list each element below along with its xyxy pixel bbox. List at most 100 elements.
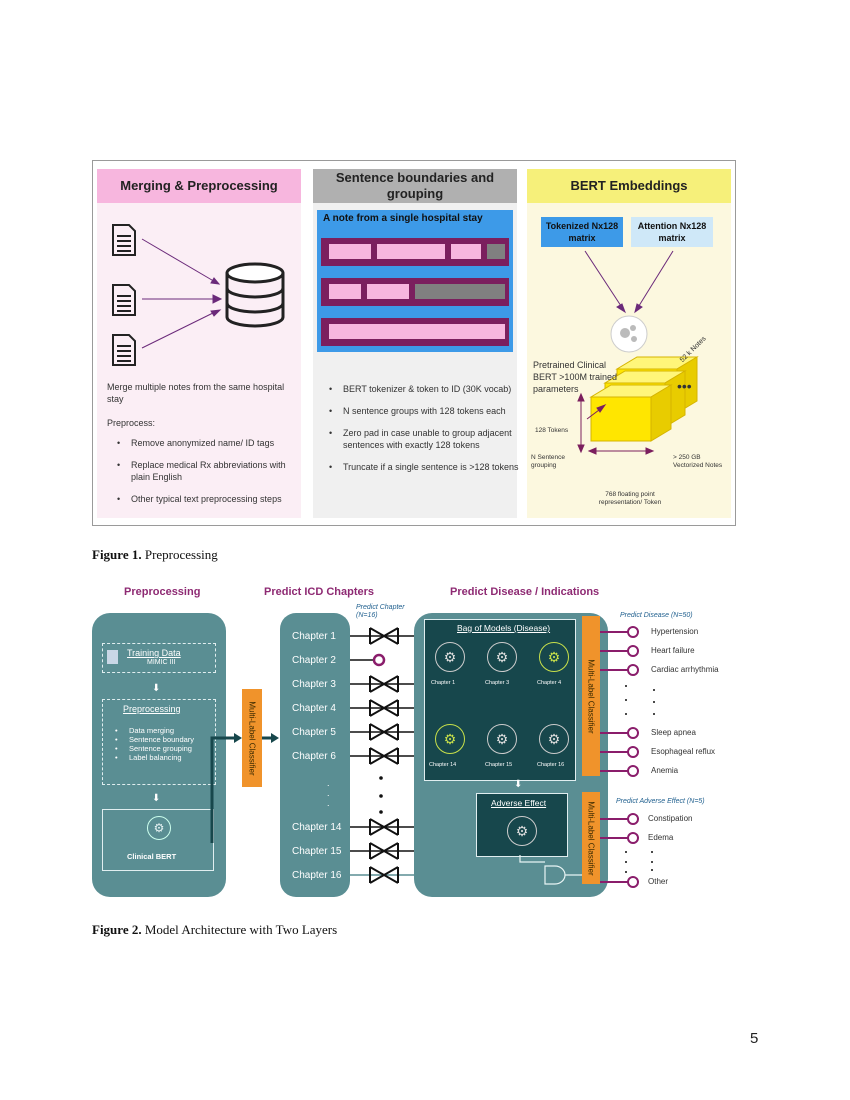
disease-label: Esophageal reflux bbox=[651, 747, 716, 756]
training-data-box: Training Data MIMIC III bbox=[102, 643, 216, 673]
down-arrow-icon: ⬇ bbox=[514, 779, 523, 790]
attention-box: Attention Nx128 matrix bbox=[631, 217, 713, 247]
sentence-group-2 bbox=[321, 278, 509, 306]
chapter-label: Chapter 2 bbox=[292, 655, 336, 666]
svg-text:•••: ••• bbox=[677, 378, 692, 394]
tokenizer-list: BERT tokenizer & token to ID (30K vocab)… bbox=[319, 383, 523, 483]
caption-label: Figure 2. bbox=[92, 922, 142, 937]
chapter-label: Chapter 14 bbox=[292, 822, 342, 833]
chapter-label: Chapter 16 bbox=[292, 870, 342, 881]
sentence-group-1 bbox=[321, 238, 509, 266]
bag-of-models-box: Bag of Models (Disease) ⚙ ⚙ ⚙ Chapter 1 … bbox=[424, 619, 576, 781]
multi-label-classifier-2: Multi-Label Classifier bbox=[582, 616, 600, 776]
gear-icon: ⚙ bbox=[147, 816, 171, 840]
bag-title: Bag of Models (Disease) bbox=[457, 623, 551, 633]
multi-label-classifier-3: Multi-Label Classifier bbox=[582, 792, 600, 884]
chapter-label: Chapter 15 bbox=[292, 846, 342, 857]
bag-label: Chapter 1 bbox=[431, 680, 456, 686]
bert-diagram: ••• bbox=[577, 250, 699, 455]
down-arrow-icon: ⬇ bbox=[152, 683, 161, 694]
disease-heading: Predict Disease / Indications bbox=[450, 586, 600, 598]
sentence-header: Sentence boundaries and grouping bbox=[313, 169, 517, 203]
adverse-item-label: Edema bbox=[648, 833, 674, 842]
preprocessing-box-label: Preprocessing bbox=[123, 704, 181, 714]
list-item: Remove anonymized name/ ID tags bbox=[117, 437, 307, 449]
gear-icon: ⚙ bbox=[507, 816, 537, 846]
disease-label: Anemia bbox=[651, 766, 679, 775]
gear-icon: ⚙ bbox=[487, 724, 517, 754]
chapter-label: Chapter 3 bbox=[292, 679, 336, 690]
list-item: Truncate if a single sentence is >128 to… bbox=[329, 461, 523, 473]
mimic-label: MIMIC III bbox=[147, 659, 176, 666]
gear-icon bbox=[620, 325, 637, 342]
disease-panel: Bag of Models (Disease) ⚙ ⚙ ⚙ Chapter 1 … bbox=[414, 613, 608, 897]
figure-2-caption: Figure 2. Model Architecture with Two La… bbox=[92, 922, 337, 938]
list-item: Other typical text preprocessing steps bbox=[117, 493, 307, 505]
disease-label: Sleep apnea bbox=[651, 728, 696, 737]
preprocessing-steps-box: Preprocessing Data merging Sentence boun… bbox=[102, 699, 216, 785]
predict-disease-label: Predict Disease (N=50) bbox=[620, 612, 693, 619]
gear-icon: ⚙ bbox=[435, 724, 465, 754]
caption-label: Figure 1. bbox=[92, 547, 142, 562]
list-item: Sentence grouping bbox=[115, 744, 194, 753]
document-icon bbox=[112, 224, 136, 256]
gear-icon: ⚙ bbox=[435, 642, 465, 672]
disease-label: Cardiac arrhythmia bbox=[651, 665, 719, 674]
training-data-label: Training Data bbox=[127, 648, 181, 658]
note-header: A note from a single hospital stay bbox=[323, 213, 483, 224]
figure-1: Merging & Preprocessing bbox=[92, 160, 736, 526]
list-item: N sentence groups with 128 tokens each bbox=[329, 405, 523, 417]
adverse-label: Adverse Effect bbox=[491, 798, 547, 808]
bert-header: BERT Embeddings bbox=[527, 169, 731, 203]
preprocess-label: Preprocess: bbox=[107, 418, 156, 428]
pretrained-text: Pretrained Clinical BERT >100M trained p… bbox=[533, 360, 617, 394]
list-item: Replace medical Rx abbreviations with pl… bbox=[117, 459, 307, 483]
database-icon bbox=[225, 262, 285, 328]
figure-1-caption: Figure 1. Preprocessing bbox=[92, 547, 218, 563]
predict-adverse-label: Predict Adverse Effect (N=5) bbox=[616, 798, 705, 805]
chapter-label: Chapter 6 bbox=[292, 751, 336, 762]
icd-heading: Predict ICD Chapters bbox=[264, 586, 375, 598]
bert-column: BERT Embeddings Tokenized Nx128 matrix A… bbox=[527, 169, 731, 518]
ellipsis bbox=[625, 685, 655, 873]
multi-label-classifier-1: Multi-Label Classifier bbox=[242, 689, 262, 787]
merging-diagram bbox=[112, 224, 285, 366]
preprocessing-panel: Training Data MIMIC III ⬇ Preprocessing … bbox=[92, 613, 226, 897]
tokens-128: 128 Tokens bbox=[535, 427, 569, 434]
list-item: BERT tokenizer & token to ID (30K vocab) bbox=[329, 383, 523, 395]
document-icon bbox=[112, 284, 136, 316]
chapters-panel bbox=[280, 613, 350, 897]
adverse-effect-box: Adverse Effect ⚙ bbox=[476, 793, 568, 857]
disease-label: Heart failure bbox=[651, 646, 695, 655]
page-number: 5 bbox=[750, 1030, 759, 1047]
merging-header: Merging & Preprocessing bbox=[97, 169, 301, 203]
document-icon bbox=[112, 334, 136, 366]
chapter-label: Chapter 1 bbox=[292, 631, 336, 642]
bag-label: Chapter 15 bbox=[485, 762, 513, 768]
preprocess-list: Remove anonymized name/ ID tags Replace … bbox=[107, 437, 307, 515]
merge-arrows bbox=[141, 238, 223, 349]
n-sentence: N Sentence grouping bbox=[531, 454, 565, 469]
adverse-item-label: Other bbox=[648, 877, 669, 886]
caption-text: Preprocessing bbox=[141, 547, 218, 562]
merge-text: Merge multiple notes from the same hospi… bbox=[107, 382, 285, 404]
gear-icon: ⚙ bbox=[539, 642, 569, 672]
gb-text: > 250 GB Vectorized Notes bbox=[673, 454, 723, 469]
merging-column: Merging & Preprocessing bbox=[97, 169, 301, 518]
output-node bbox=[372, 653, 386, 667]
down-arrow-icon: ⬇ bbox=[152, 793, 161, 804]
bag-label: Chapter 14 bbox=[429, 762, 457, 768]
sentence-column: Sentence boundaries and grouping A note … bbox=[313, 169, 519, 518]
adverse-item-label: Constipation bbox=[648, 814, 693, 823]
bag-label: Chapter 16 bbox=[537, 762, 565, 768]
bag-label: Chapter 3 bbox=[485, 680, 510, 686]
list-item: Data merging bbox=[115, 726, 194, 735]
clinical-bert-label: Clinical BERT bbox=[127, 852, 177, 861]
ellipsis: ... bbox=[327, 778, 330, 808]
ellipsis bbox=[379, 776, 383, 814]
chapter-label: Chapter 4 bbox=[292, 703, 336, 714]
chapter-label: Chapter 5 bbox=[292, 727, 336, 738]
list-item: Label balancing bbox=[115, 753, 194, 762]
document-icon bbox=[107, 650, 118, 664]
